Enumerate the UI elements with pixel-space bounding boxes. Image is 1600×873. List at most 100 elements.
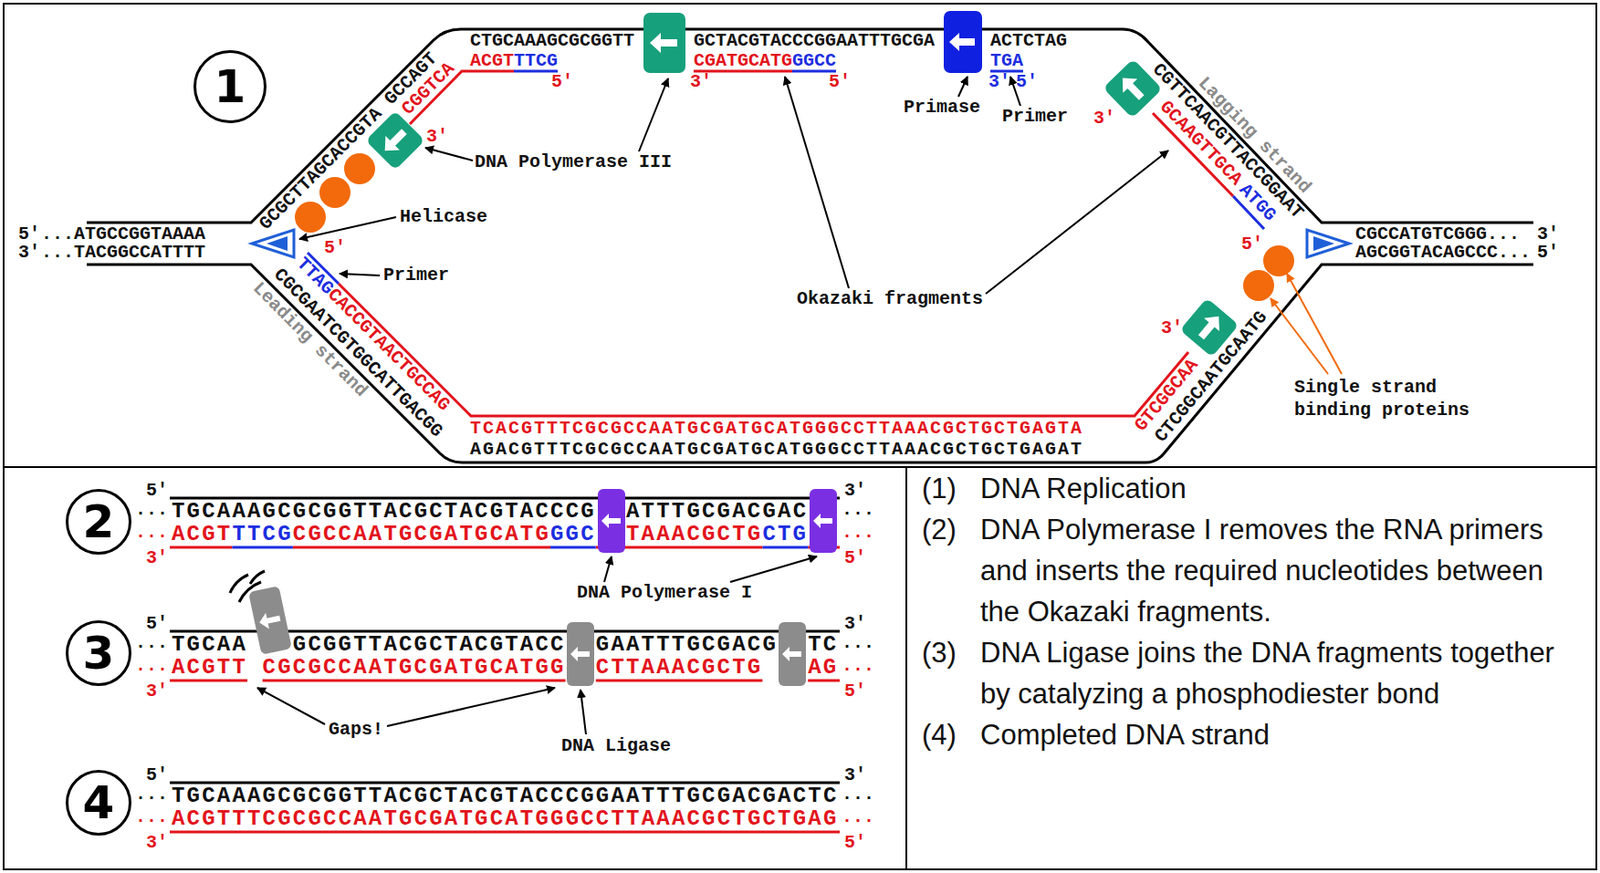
leader-line — [386, 688, 555, 727]
callout-label: Primer — [1002, 107, 1068, 126]
direction-arrow — [1115, 71, 1150, 105]
callout-label: Single strand binding proteins — [1294, 376, 1486, 422]
dna-sequence: ACGTTTCGCGCCAATGCGATGCATGGGCCTTAAACGCTGC… — [171, 808, 839, 831]
dna-sequence: CTGCAAAGCGCGGTT — [470, 31, 635, 51]
dna-sequence: ... — [135, 785, 168, 805]
strand-end-label: 5' — [844, 682, 867, 701]
enzyme-body — [643, 12, 686, 74]
strand-end-label: 5' — [324, 239, 346, 258]
leader-line — [638, 78, 669, 152]
dna-sequence: TGCAAAGCGCGGTTACGCTACGTACCCG — [171, 501, 597, 523]
dna-sequence: CGATGCATG — [693, 52, 793, 71]
step-description: DNA Polymerase I removes the RNA primers… — [980, 510, 1584, 634]
step-number: 3 — [83, 630, 116, 677]
dna-sequence: TTCG — [231, 523, 293, 546]
dna-sequence: CGCGCCAATGCGATGCATGG — [262, 657, 566, 680]
callout-label: Helicase — [399, 208, 488, 227]
dna-sequence: CGTTCAACGTTACCGGAAT — [1149, 60, 1308, 223]
strand-end-label: 3' — [146, 549, 168, 568]
enzyme-body — [248, 585, 293, 656]
ssb-protein — [1263, 245, 1295, 277]
leader-lines — [257, 76, 1169, 735]
leader-line — [339, 273, 380, 276]
ssb-protein — [294, 201, 326, 233]
dna-sequence: TGCAAAGCGCGGTTACGCTACGTACCCGGAATTTGCGACG… — [171, 785, 839, 808]
step-list: (1)DNA Replication(2)DNA Polymerase I re… — [921, 469, 1584, 757]
dna-sequence: CTG — [762, 523, 808, 546]
dna-sequence: ACTCTAG — [990, 31, 1067, 51]
strand-end-label: 5' — [1537, 243, 1559, 262]
step-description: DNA Ligase joins the DNA fragments toget… — [980, 633, 1584, 716]
template-strand — [169, 497, 840, 501]
step-number: 1 — [214, 63, 247, 110]
direction-arrow — [782, 647, 802, 662]
enzyme-body — [566, 622, 595, 687]
dna-sequence: CGCCAATGCGATGCATG — [292, 523, 551, 546]
polymerase-iii — [643, 12, 686, 74]
direction-arrow — [949, 32, 975, 52]
dna-sequence: ...ATGCCGGTAAAA — [41, 225, 206, 244]
strand-end-label: 5' — [146, 615, 168, 634]
step-number-label: (4) — [921, 715, 981, 757]
strand-end-label: 3' — [844, 615, 867, 634]
new-strand — [169, 546, 840, 550]
step-number: 2 — [83, 499, 116, 545]
dna-sequence: GCGGTTACGCTACGTACC — [292, 634, 566, 657]
dna-sequence: ...TACGGCCATTTT — [41, 243, 206, 262]
strand-end-label: 5' — [1241, 235, 1264, 254]
dna-ligase — [778, 622, 806, 687]
step-row: (1)DNA Replication — [921, 469, 1584, 511]
dna-sequence: ... — [135, 657, 168, 676]
callout-label: DNA Polymerase III — [474, 153, 672, 172]
strand-end-label: 3' — [426, 127, 449, 147]
callout-label: DNA Ligase — [561, 737, 671, 756]
step-number-circle: 3 — [65, 620, 132, 687]
dna-sequence: ... — [841, 657, 875, 676]
polymerase-i — [809, 489, 837, 554]
step-row: (3)DNA Ligase joins the DNA fragments to… — [921, 633, 1584, 716]
dna-sequence: CGCCATGTCGGG... — [1355, 225, 1520, 244]
dna-ligase — [566, 622, 595, 687]
direction-arrow — [649, 32, 678, 53]
step-row: (2)DNA Polymerase I removes the RNA prim… — [921, 510, 1584, 634]
dna-sequence: CGCGAATCGTGGCATTGACGG — [270, 265, 446, 441]
strand-end-label: 5' — [18, 225, 41, 244]
dna-sequence: TGCAA — [171, 634, 248, 657]
dna-sequence: GGC — [550, 523, 597, 546]
dna-sequence: ACGT — [171, 523, 232, 546]
direction-arrow — [601, 513, 621, 529]
dna-sequence: GAATTTGCGACG — [596, 634, 778, 657]
step-number-label: (1) — [921, 469, 981, 511]
strand-end-label: 3' — [1537, 225, 1559, 244]
helicase-symbol — [1313, 236, 1335, 251]
leader-line — [784, 76, 849, 289]
dna-sequence: AGCGGTACAGCCC... — [1355, 243, 1531, 262]
callout-label: DNA Polymerase I — [576, 584, 753, 603]
strand-end-label: 5' — [146, 766, 168, 785]
step-number-circle: 4 — [65, 770, 132, 837]
helicase-symbol — [266, 236, 288, 251]
strand-end-label: 5' — [146, 481, 168, 501]
strand-end-label: 3' — [1093, 109, 1116, 128]
dna-sequence: ... — [841, 523, 875, 543]
strand-end-label: 3' — [844, 766, 867, 785]
dna-sequence: ... — [135, 634, 168, 653]
callout-label: Gaps! — [328, 721, 384, 740]
primase-enzyme — [943, 10, 983, 74]
strand-end-label: 5' — [1015, 73, 1038, 92]
strand-end-label: 3' — [690, 73, 712, 92]
strand-end-label: 3' — [18, 243, 41, 262]
leader-line — [299, 217, 397, 240]
leader-line — [257, 688, 325, 725]
leader-line — [730, 556, 817, 583]
strand-end-label: 5' — [844, 549, 867, 568]
enzyme-body — [809, 489, 837, 554]
new-strand — [169, 679, 840, 683]
strand-end-label: 5' — [844, 834, 867, 853]
strand-end-label: 3' — [988, 73, 1011, 92]
enzyme-body — [597, 489, 626, 554]
leader-lines — [1270, 273, 1342, 375]
step-number: 4 — [83, 780, 116, 827]
leader-line — [1270, 298, 1329, 375]
step-number-circle: 2 — [65, 489, 132, 555]
